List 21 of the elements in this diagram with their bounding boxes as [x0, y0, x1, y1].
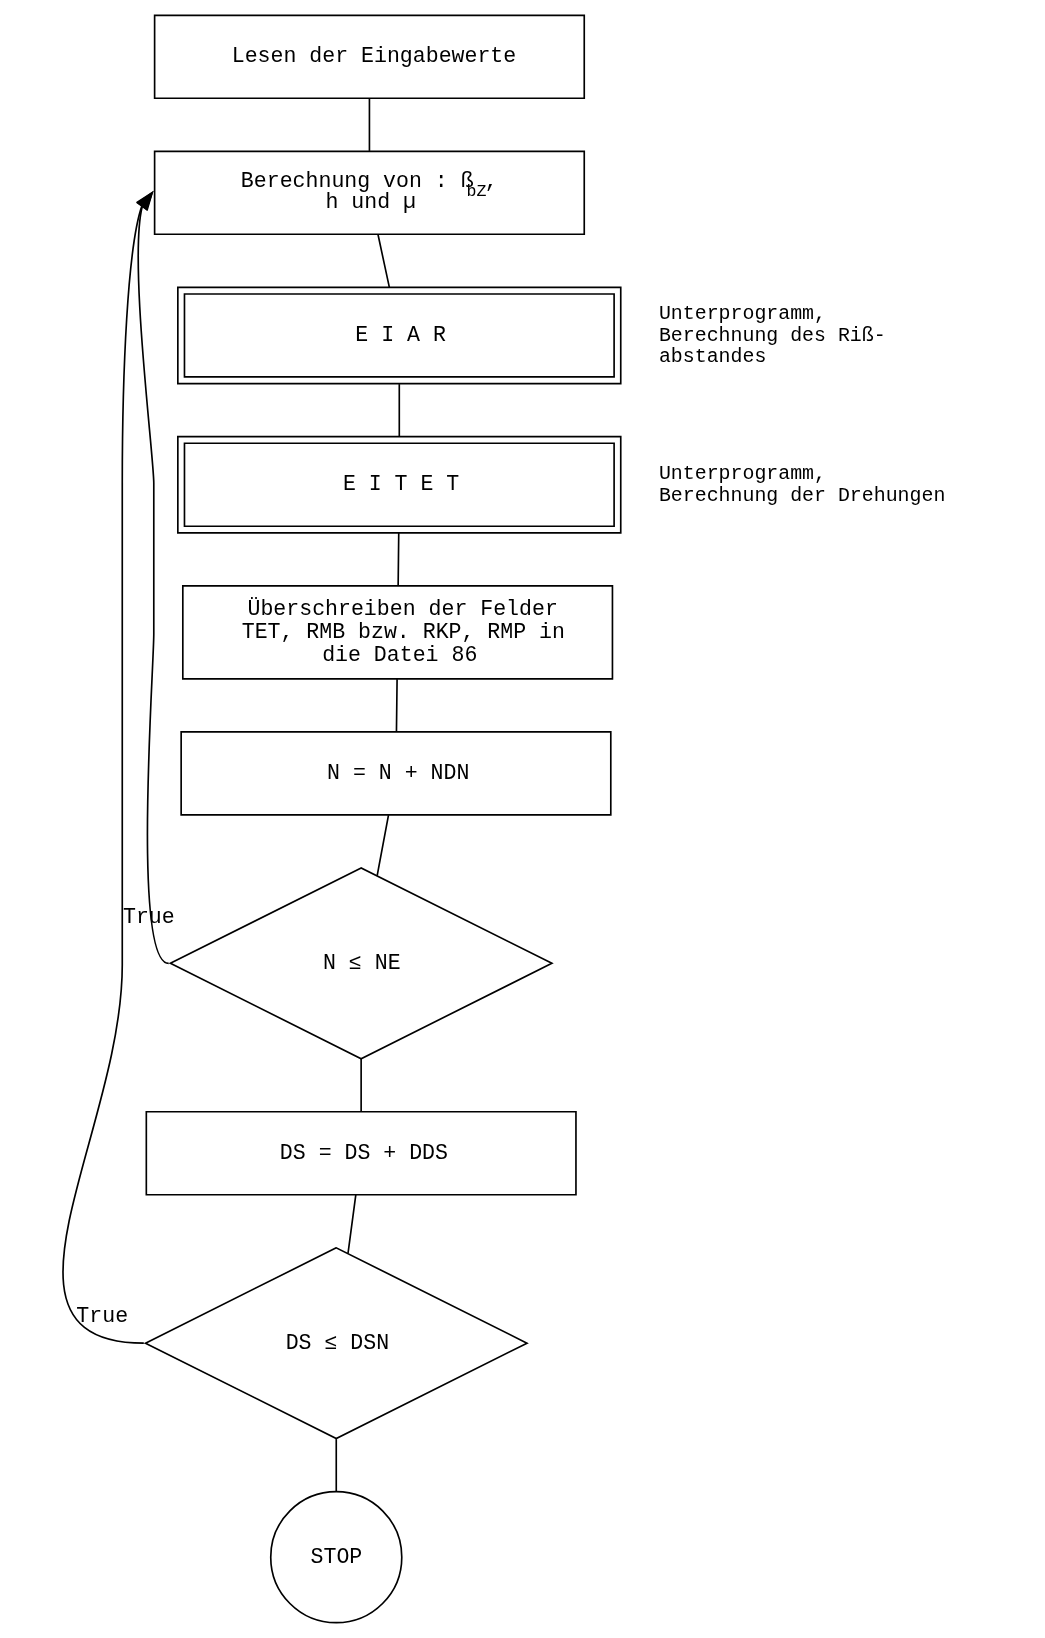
node-diamond: DS ≤ DSN	[143, 1246, 529, 1440]
node-box: E I A R	[177, 286, 622, 385]
connector	[376, 814, 390, 877]
node-box: Überschreiben der Felder TET, RMB bzw. RKP, RMP in die Datei 86	[182, 585, 614, 680]
connector	[360, 1058, 362, 1113]
connector	[377, 233, 391, 289]
node-box: Lesen der Eingabewerte	[153, 14, 586, 100]
node-circle: STOP	[269, 1490, 403, 1624]
node-label: Unterprogramm, Berechnung des Riß- abstandes	[658, 302, 886, 369]
edge-label: True	[76, 1303, 129, 1328]
connector	[395, 678, 398, 733]
connector	[397, 532, 400, 587]
connector	[335, 1438, 338, 1493]
connector	[398, 383, 401, 437]
node-box: E I T E T	[177, 435, 622, 534]
node-box: N = N + NDN	[180, 731, 612, 816]
node-box: DS = DS + DDS	[145, 1110, 577, 1196]
node-box: Berechnung von : ß$_{bZ}$, h und µ	[153, 150, 586, 236]
connector	[368, 97, 371, 152]
node-label: Unterprogramm, Berechnung der Drehungen	[658, 462, 946, 507]
connector	[347, 1194, 357, 1255]
